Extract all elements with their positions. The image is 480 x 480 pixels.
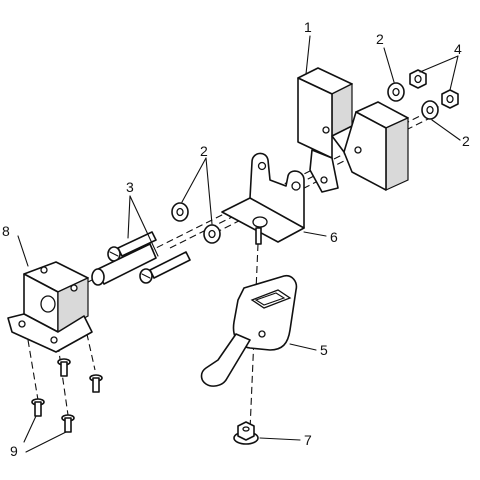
washer-right <box>421 100 439 120</box>
callout-4: 4 <box>454 41 462 57</box>
small-screws <box>31 358 103 433</box>
callout-9: 9 <box>10 443 18 459</box>
mounting-bracket <box>221 152 305 245</box>
latch-body <box>297 67 409 193</box>
handle-plate <box>200 274 298 387</box>
washer-top-right <box>387 82 405 102</box>
screw-lower <box>139 251 191 284</box>
callout-2-washer-right: 2 <box>462 133 470 149</box>
nut-lower <box>441 89 459 109</box>
small-screw-b <box>89 374 103 393</box>
washer-mid-right <box>203 224 221 244</box>
washer-mid-left <box>171 202 189 222</box>
callout-2-washers-mid: 2 <box>200 143 208 159</box>
small-screw-d <box>61 414 75 433</box>
callout-3: 3 <box>126 179 134 195</box>
nut-upper <box>409 69 427 89</box>
flange-nut <box>233 421 259 445</box>
screw-upper <box>107 231 157 262</box>
base-bracket <box>7 243 157 353</box>
small-screw-a <box>57 358 71 377</box>
callout-6: 6 <box>330 229 338 245</box>
callout-1: 1 <box>304 19 312 35</box>
callout-7: 7 <box>304 432 312 448</box>
callout-8: 8 <box>2 223 10 239</box>
callout-labels: 1 2 4 2 3 2 8 6 5 9 7 <box>2 19 470 459</box>
callout-5: 5 <box>320 342 328 358</box>
leader-lines <box>17 35 461 453</box>
callout-2-washer-top: 2 <box>376 31 384 47</box>
small-screw-c <box>31 398 45 417</box>
